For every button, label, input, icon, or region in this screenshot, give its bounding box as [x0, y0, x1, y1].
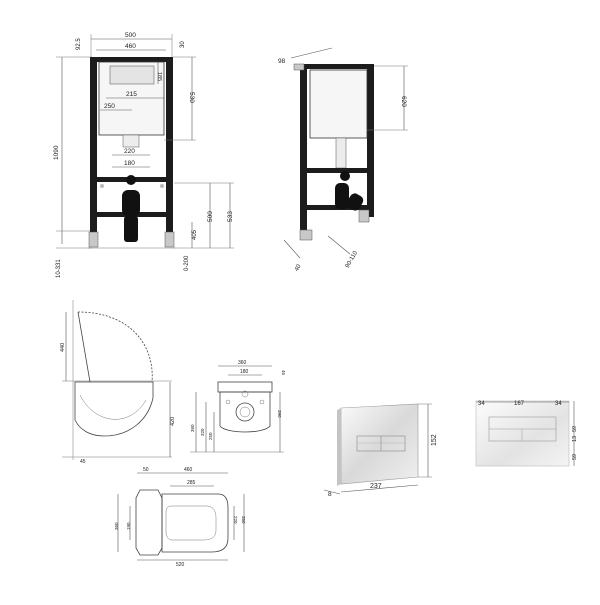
dim-59-b: 59: [572, 454, 578, 460]
plate-body: [340, 403, 419, 485]
drain-elbow: [122, 190, 140, 216]
side-cistern: [309, 69, 368, 139]
dim-250: 250: [104, 103, 115, 110]
dim-390-rear: 390: [277, 410, 282, 418]
fixing-bolt-left: [100, 184, 104, 188]
dim-237: 237: [370, 483, 382, 490]
dim-8: 8: [328, 491, 332, 498]
foot-left: [88, 231, 99, 248]
dim-360-top-depth: 360: [114, 522, 119, 530]
dim-180-rear: 180: [240, 369, 249, 375]
seat-lid-arc: [77, 311, 153, 383]
toilet-side-view: 440 420 45: [60, 300, 176, 465]
foot-right: [164, 231, 175, 248]
front-plate-body: [475, 400, 570, 467]
side-top-rail: [300, 64, 374, 69]
dim-405: 405: [192, 229, 198, 240]
dim-220: 220: [124, 148, 135, 155]
toilet-rear-view: 360 180 360 320 250 390 45: [190, 360, 286, 453]
side-foot-right: [358, 209, 370, 223]
dim-215: 215: [126, 91, 137, 98]
frame-top-rail: [90, 57, 173, 62]
dim-180: 180: [124, 160, 135, 167]
frame-perspective-view: 98 620 40 90-110: [278, 47, 408, 272]
dim-500-right: 500: [207, 211, 214, 222]
dim-460-top: 460: [184, 467, 193, 473]
flush-plate-front: 34 167 34 59 13 59: [475, 400, 578, 467]
dim-285-top: 285: [187, 480, 196, 486]
rear-bolt-right: [259, 399, 265, 405]
water-inlet: [126, 175, 136, 185]
top-seat-outline: [161, 493, 229, 553]
dim-10-331: 10-331: [56, 259, 62, 278]
dim-50-top: 50: [143, 467, 149, 473]
dim-533: 533: [227, 211, 234, 222]
dim-feet: 0-200: [184, 255, 190, 271]
dim-90-110: 90-110: [345, 250, 360, 269]
side-mid-rail: [306, 168, 370, 173]
side-right-post: [367, 67, 374, 217]
rear-drain-core: [239, 406, 251, 418]
rear-drain-ring: [235, 402, 255, 422]
dim-167: 167: [514, 401, 525, 407]
flush-plate-perspective: 152 237 8: [323, 403, 438, 498]
side-drain-outlet: [346, 193, 364, 211]
flush-opening: [109, 65, 155, 85]
dim-360-top: 360: [238, 360, 247, 366]
side-inlet: [340, 171, 350, 181]
dim-13: 13: [572, 436, 578, 442]
dim-152: 152: [431, 434, 438, 446]
lid-line: [77, 311, 91, 383]
frame-front-view: 500 460 92.5 30 1090 10-331 215 250 185 …: [53, 32, 234, 278]
dim-190-top: 190: [126, 522, 131, 530]
side-left-post: [300, 68, 307, 230]
dim-530: 530: [188, 92, 195, 103]
frame-left-post: [90, 57, 97, 232]
dim-45: 45: [80, 459, 86, 465]
side-top-bracket: [293, 63, 305, 71]
dim-34-right: 34: [555, 401, 562, 407]
dim-59-a: 59: [572, 426, 578, 432]
flush-pipe: [122, 134, 140, 148]
dim-40: 40: [294, 263, 303, 272]
dim-500: 500: [125, 32, 136, 39]
dim-34-left: 34: [478, 401, 485, 407]
dim-460: 460: [125, 43, 136, 50]
dim-30: 30: [180, 41, 186, 48]
dim-350-top: 350: [241, 516, 246, 524]
dim-45-rear: 45: [281, 370, 286, 376]
rear-bolt-left: [225, 399, 231, 405]
drain-pipe: [124, 216, 138, 242]
side-foot-left: [299, 229, 313, 241]
dim-1090: 1090: [53, 145, 60, 160]
rear-bowl-outline: [219, 391, 271, 433]
dim-185: 185: [156, 72, 162, 81]
bowl-inner-line: [79, 394, 147, 420]
rear-top-plate: [217, 381, 273, 393]
side-flush-pipe: [335, 137, 347, 169]
dim-620: 620: [400, 96, 407, 107]
top-wall-plate: [135, 489, 163, 556]
dim-92-5: 92.5: [76, 38, 82, 50]
dim-420: 420: [170, 417, 176, 426]
rear-inlet: [241, 390, 249, 398]
toilet-top-view: 460 50 285 360 190 220 350 520: [114, 467, 246, 568]
dim-98: 98: [278, 58, 286, 65]
dim-250-rear: 250: [208, 432, 213, 440]
bowl-side-outline: [74, 381, 154, 437]
dim-520-top: 520: [176, 562, 185, 568]
frame-right-post: [166, 57, 173, 232]
plate-edge: [337, 408, 341, 486]
dim-220-top: 220: [233, 516, 238, 524]
top-bowl-inner: [165, 505, 217, 541]
fixing-bolt-right: [160, 184, 164, 188]
dim-320-rear: 320: [200, 428, 205, 436]
dim-440: 440: [60, 343, 66, 352]
dim-360-rear: 360: [190, 424, 195, 432]
side-elbow: [335, 183, 349, 209]
